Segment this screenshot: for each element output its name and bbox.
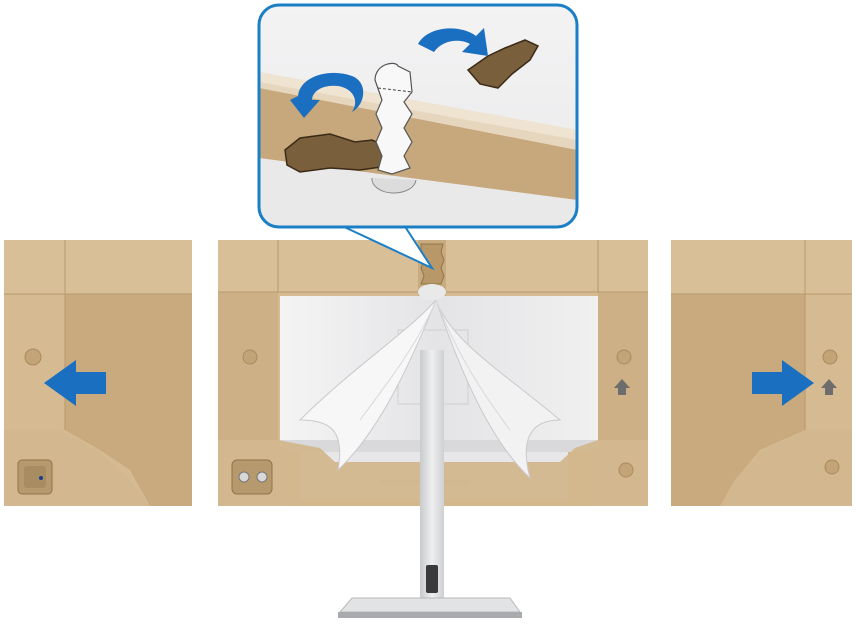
tab-notch (418, 240, 446, 300)
callout-zoom (259, 5, 577, 227)
